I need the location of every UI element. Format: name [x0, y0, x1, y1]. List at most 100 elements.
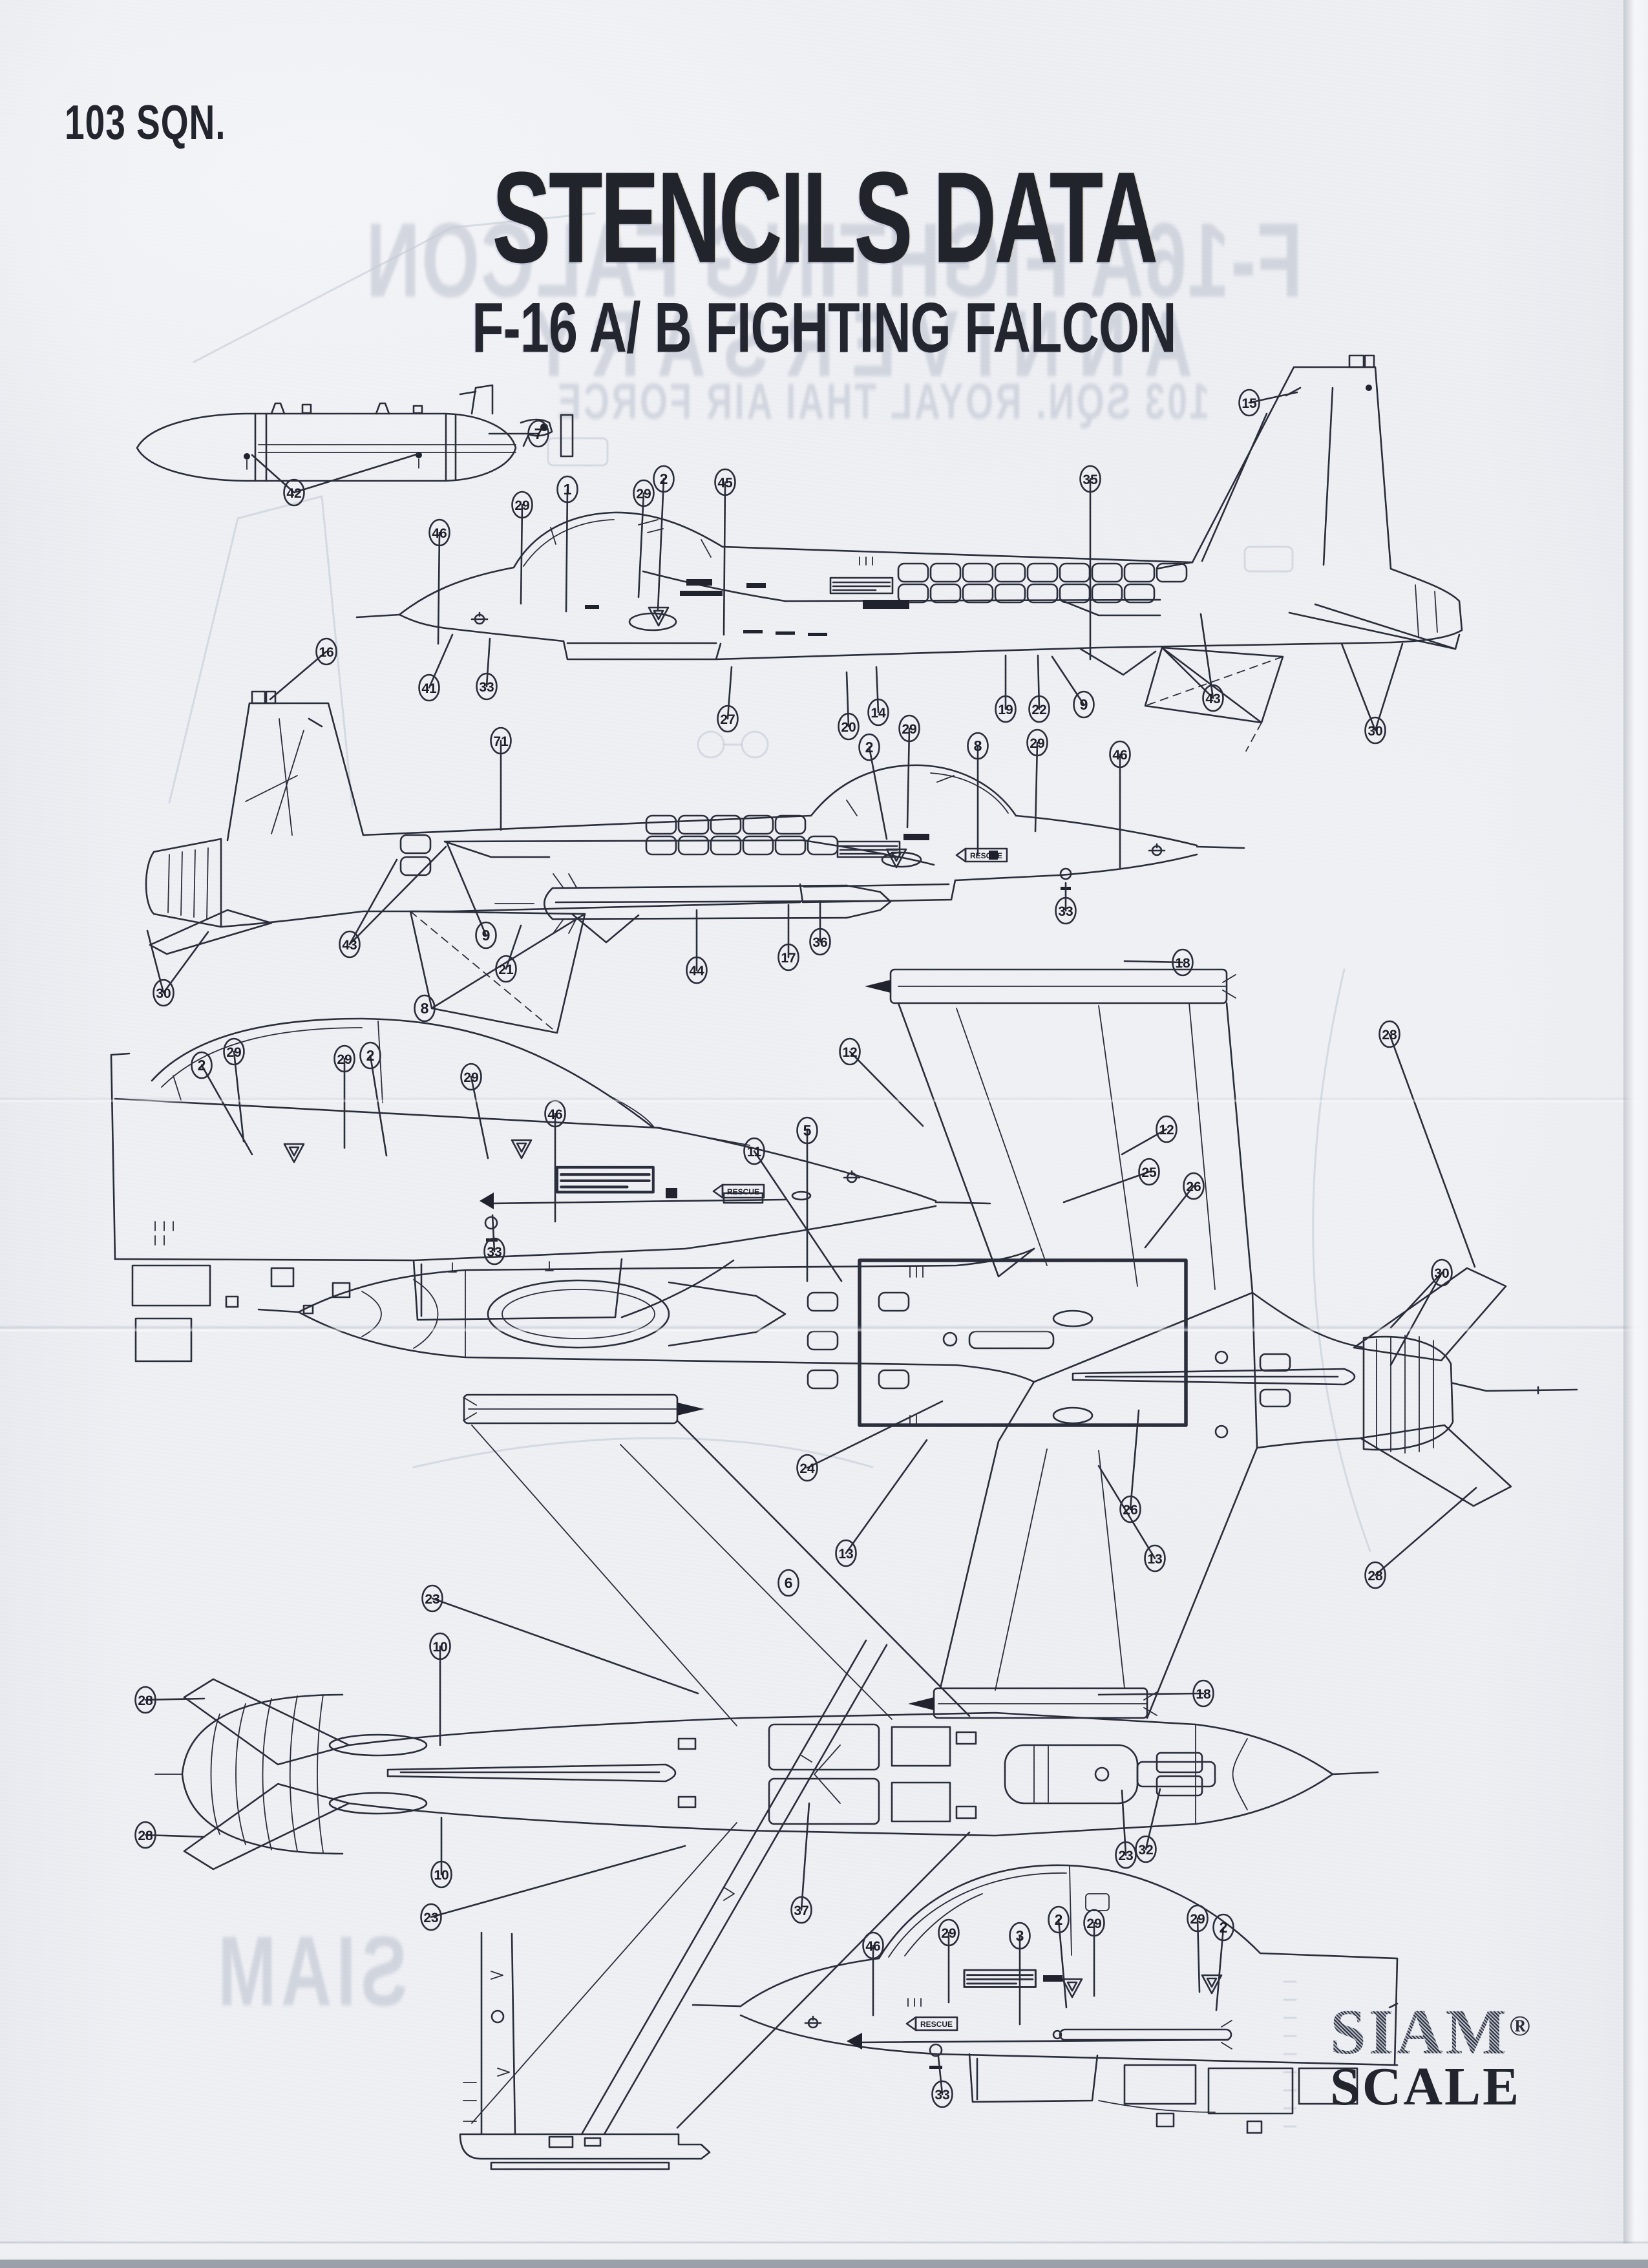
view-side-profile-2 — [145, 690, 1245, 1034]
svg-text:12: 12 — [1159, 1123, 1174, 1138]
svg-text:36: 36 — [812, 935, 827, 950]
svg-text:27: 27 — [720, 712, 735, 727]
callout-30: 30 — [1364, 716, 1386, 745]
svg-text:14: 14 — [871, 706, 886, 721]
callout-29: 29 — [938, 1918, 960, 1947]
svg-text:43: 43 — [342, 938, 357, 953]
callout-29: 29 — [511, 491, 533, 519]
callout-18: 18 — [1192, 1679, 1214, 1708]
callout-15: 15 — [1238, 388, 1260, 417]
callout-28: 28 — [1364, 1561, 1386, 1589]
svg-text:29: 29 — [337, 1052, 352, 1067]
page-subtitle: F-16 A/ B FIGHTING FALCON — [472, 288, 1176, 367]
svg-text:29: 29 — [226, 1045, 241, 1060]
callout-2: 2 — [1212, 1913, 1234, 1942]
callout-14: 14 — [867, 698, 889, 726]
callout-36: 36 — [809, 927, 831, 956]
callout-28: 28 — [134, 1821, 156, 1849]
callout-17: 17 — [777, 943, 799, 971]
svg-text:33: 33 — [1058, 904, 1073, 919]
svg-text:19: 19 — [998, 703, 1013, 717]
callout-29: 29 — [898, 714, 920, 743]
svg-text:23: 23 — [423, 1911, 438, 1925]
view-bottom-plan — [154, 1394, 1379, 2170]
callout-9: 9 — [1073, 690, 1095, 719]
callout-29: 29 — [333, 1044, 355, 1073]
callout-20: 20 — [838, 712, 860, 741]
callout-28: 28 — [134, 1686, 156, 1714]
svg-text:46: 46 — [432, 526, 447, 541]
callout-8: 8 — [967, 732, 989, 760]
callout-33: 33 — [476, 672, 498, 701]
svg-text:25: 25 — [1141, 1165, 1157, 1180]
stencil-label-rescue: RESCUE — [905, 2016, 958, 2031]
svg-text:18: 18 — [1175, 956, 1190, 971]
svg-text:10: 10 — [434, 1868, 449, 1883]
svg-text:5: 5 — [803, 1122, 812, 1139]
svg-text:35: 35 — [1083, 472, 1098, 487]
svg-text:33: 33 — [487, 1245, 502, 1260]
svg-text:16: 16 — [319, 645, 333, 660]
callout-12: 12 — [839, 1037, 861, 1066]
callout-8: 8 — [414, 994, 436, 1023]
svg-text:8: 8 — [974, 737, 982, 754]
svg-text:30: 30 — [1368, 724, 1382, 739]
callout-2: 2 — [1048, 1905, 1070, 1934]
svg-text:41: 41 — [421, 681, 437, 696]
svg-text:26: 26 — [1186, 1180, 1201, 1194]
svg-text:29: 29 — [636, 487, 651, 502]
registered-trademark-icon: ® — [1509, 2010, 1531, 2042]
svg-text:29: 29 — [514, 498, 529, 513]
svg-text:43: 43 — [1205, 692, 1220, 706]
svg-text:21: 21 — [498, 962, 514, 977]
svg-text:29: 29 — [1086, 1916, 1101, 1931]
svg-text:30: 30 — [156, 986, 171, 1001]
callout-23: 23 — [421, 1584, 443, 1613]
svg-text:13: 13 — [838, 1547, 853, 1562]
svg-text:17: 17 — [781, 951, 796, 966]
callout-37: 37 — [790, 1896, 812, 1924]
svg-text:23: 23 — [1118, 1849, 1133, 1863]
callout-44: 44 — [686, 956, 708, 984]
callout-26: 26 — [1183, 1172, 1205, 1200]
callout-42: 42 — [283, 478, 305, 507]
callout-33: 33 — [1055, 896, 1077, 925]
svg-text:46: 46 — [865, 1939, 880, 1954]
callout-29: 29 — [1083, 1909, 1105, 1937]
svg-text:71: 71 — [493, 734, 509, 749]
callout-12: 12 — [1156, 1115, 1178, 1143]
callout-23: 23 — [1115, 1841, 1137, 1869]
page-title: STENCILS DATA — [492, 145, 1158, 291]
callout-7: 7 — [527, 419, 549, 448]
callout-33: 33 — [931, 2080, 953, 2108]
callout-46: 46 — [1109, 740, 1131, 768]
svg-text:2: 2 — [660, 471, 668, 487]
callout-1: 1 — [556, 475, 578, 503]
callout-2: 2 — [359, 1041, 381, 1070]
svg-text:6: 6 — [785, 1574, 793, 1591]
svg-text:42: 42 — [286, 486, 301, 501]
svg-text:11: 11 — [747, 1145, 762, 1160]
svg-text:26: 26 — [1123, 1503, 1137, 1518]
callout-35: 35 — [1079, 465, 1101, 493]
callout-29: 29 — [633, 479, 655, 507]
svg-text:44: 44 — [689, 964, 704, 979]
brand-sub: SCALE — [1330, 2057, 1521, 2117]
svg-text:9: 9 — [482, 927, 491, 944]
svg-text:45: 45 — [717, 476, 733, 491]
svg-text:29: 29 — [463, 1070, 478, 1085]
svg-text:32: 32 — [1138, 1843, 1153, 1858]
svg-text:33: 33 — [935, 2088, 949, 2103]
callout-21: 21 — [495, 955, 517, 983]
svg-text:2: 2 — [1220, 1919, 1228, 1936]
callout-10: 10 — [430, 1860, 452, 1889]
callout-33: 33 — [483, 1237, 505, 1266]
callout-19: 19 — [995, 695, 1017, 723]
callout-2: 2 — [858, 733, 880, 761]
callout-43: 43 — [339, 930, 361, 959]
stencil-label-rescue: RESCUE — [955, 847, 1008, 863]
svg-text:37: 37 — [794, 1903, 808, 1918]
svg-text:28: 28 — [138, 1693, 153, 1708]
